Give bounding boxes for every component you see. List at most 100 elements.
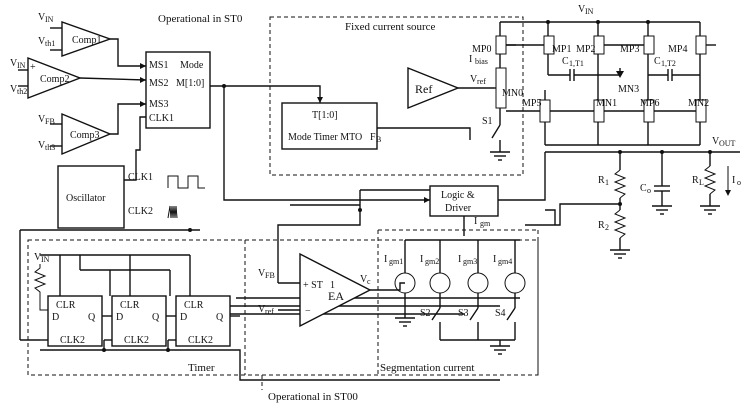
svg-text:I: I [458, 254, 461, 265]
svg-text:MN1: MN1 [596, 98, 617, 109]
svg-text:Q: Q [88, 312, 96, 323]
svg-text:V: V [10, 58, 18, 69]
svg-text:IN: IN [45, 15, 54, 24]
label-operational-st00: Operational in ST00 [268, 391, 358, 403]
svg-text:Comp1: Comp1 [72, 35, 101, 46]
svg-text:IN: IN [41, 255, 50, 264]
svg-text:MP2: MP2 [576, 44, 595, 55]
svg-text:CLK2: CLK2 [124, 335, 149, 346]
svg-text:I: I [474, 216, 477, 227]
svg-text:V: V [38, 140, 46, 151]
svg-text:gm3: gm3 [463, 257, 477, 266]
transistor-mn0: MN0 [494, 67, 523, 125]
flip-flop-3: CLR D Q CLK2 [175, 295, 231, 347]
svg-text:R: R [692, 175, 699, 186]
svg-text:V: V [38, 36, 46, 47]
svg-text:1: 1 [605, 178, 609, 187]
oscillator-block: Oscillator CLK1 CLK2 [57, 165, 205, 229]
svg-text:gm1: gm1 [389, 257, 403, 266]
transistor-mp4: MP4 [668, 22, 716, 75]
svg-text:CLK2: CLK2 [128, 206, 153, 217]
svg-text:C: C [640, 183, 647, 194]
svg-text:R: R [598, 175, 605, 186]
svg-text:gm2: gm2 [425, 257, 439, 266]
svg-text:V: V [38, 114, 46, 125]
svg-text:D: D [180, 312, 187, 323]
mode-block: MS1 Mode MS2 M[1:0] MS3 CLK1 [145, 51, 211, 129]
svg-text:Comp2: Comp2 [40, 74, 69, 85]
svg-text:Oscillator: Oscillator [66, 193, 106, 204]
svg-text:S1: S1 [482, 116, 493, 127]
svg-text:2: 2 [605, 223, 609, 232]
svg-text:CLK1: CLK1 [128, 172, 153, 183]
label-operational-st0: Operational in ST0 [158, 13, 243, 25]
svg-text:C: C [654, 56, 661, 67]
svg-text:I: I [384, 254, 387, 265]
svg-text:+ ST: + ST [303, 280, 323, 291]
svg-text:c: c [367, 277, 371, 286]
svg-text:Mode Timer MTO: Mode Timer MTO [288, 132, 362, 143]
svg-text:I: I [732, 175, 735, 186]
transistor-mn2: MN2 [688, 75, 709, 145]
svg-text:D: D [52, 312, 59, 323]
svg-text:FB: FB [265, 271, 275, 280]
svg-text:F: F [370, 132, 376, 143]
svg-text:Ref: Ref [415, 82, 432, 96]
svg-text:MS2: MS2 [149, 78, 168, 89]
svg-text:I: I [493, 254, 496, 265]
label-timer: Timer [188, 362, 215, 374]
svg-text:CLR: CLR [184, 300, 204, 311]
vout-label: V [712, 136, 720, 147]
svg-text:V: V [470, 74, 478, 85]
svg-text:MP0: MP0 [472, 44, 491, 55]
transistor-mn3: MN3 [598, 68, 639, 95]
svg-text:S4: S4 [495, 308, 506, 319]
svg-text:MP6: MP6 [640, 98, 659, 109]
svg-text:FB: FB [45, 117, 55, 126]
svg-text:OUT: OUT [719, 139, 736, 148]
svg-text:MS1: MS1 [149, 60, 168, 71]
label-segmentation: Segmentation current [380, 362, 474, 374]
svg-text:+: + [30, 62, 36, 73]
transistor-mp5: MP5 [522, 90, 551, 145]
svg-text:Q: Q [216, 312, 224, 323]
svg-text:ref: ref [477, 77, 486, 86]
svg-text:D: D [116, 312, 123, 323]
transistor-mp1: MP1 [543, 22, 571, 75]
svg-text:MN2: MN2 [688, 98, 709, 109]
svg-text:MN3: MN3 [618, 84, 639, 95]
svg-text:CLR: CLR [56, 300, 76, 311]
svg-text:IN: IN [17, 61, 26, 70]
svg-text:V: V [258, 304, 266, 315]
svg-text:Logic &: Logic & [441, 190, 475, 201]
svg-text:o: o [647, 186, 651, 195]
svg-text:EA: EA [328, 289, 344, 303]
svg-text:o: o [737, 178, 741, 187]
svg-text:Mode: Mode [180, 60, 204, 71]
svg-text:CLR: CLR [120, 300, 140, 311]
svg-text:MN0: MN0 [502, 88, 523, 99]
label-fixed-current: Fixed current source [345, 21, 436, 33]
vin-top: V [578, 4, 586, 15]
transistor-mn1: MN1 [593, 75, 617, 145]
svg-text:B: B [376, 135, 381, 144]
svg-text:I: I [469, 54, 472, 65]
flip-flop-1: CLR D Q CLK2 [47, 295, 103, 347]
svg-text:M[1:0]: M[1:0] [176, 78, 204, 89]
vin-timer: V [34, 252, 42, 263]
svg-text:CLK2: CLK2 [60, 335, 85, 346]
svg-text:C: C [562, 56, 569, 67]
svg-text:V: V [360, 274, 368, 285]
